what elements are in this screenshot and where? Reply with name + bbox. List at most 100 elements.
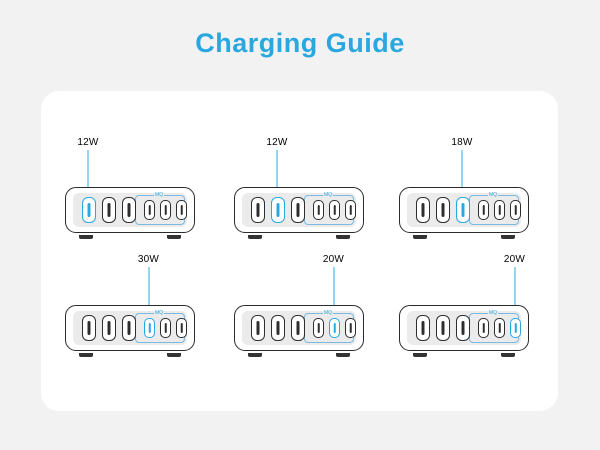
usb-c-port-2 — [102, 315, 116, 341]
port-slot-icon — [317, 205, 320, 215]
charger-feet — [79, 234, 181, 239]
port-panel: MQ — [73, 311, 187, 345]
port-panel: MQ — [73, 193, 187, 227]
charger-foot — [79, 235, 93, 239]
usb-c-port-3 — [122, 197, 136, 223]
usb-c-port-4 — [478, 318, 489, 338]
usb-c-port-6 — [510, 200, 521, 220]
wattage-label: 20W — [503, 254, 526, 265]
wattage-leader-line — [87, 150, 89, 196]
wattage-leader-line — [514, 267, 515, 317]
charger-feet — [413, 234, 515, 239]
wattage-label: 12W — [266, 137, 288, 148]
port-slot-icon — [180, 205, 183, 215]
usb-c-port-1 — [251, 315, 265, 341]
port-panel: MQ — [242, 311, 356, 345]
charger-foot — [336, 353, 350, 357]
port-slot-icon — [127, 321, 131, 335]
charger-feet — [248, 234, 350, 239]
port-slot-icon — [333, 205, 336, 215]
usb-c-port-2-active — [271, 197, 285, 223]
usb-c-port-1 — [416, 197, 430, 223]
usb-c-port-5 — [494, 318, 505, 338]
port-slot-icon — [148, 323, 151, 333]
usb-c-port-5 — [160, 200, 171, 220]
fast-charge-label: MQ — [154, 310, 165, 316]
charger-foot — [413, 353, 427, 357]
wattage-label: 30W — [137, 254, 160, 265]
fast-charge-label: MQ — [488, 310, 499, 316]
charger-foot — [501, 353, 515, 357]
charger-body: MQ — [65, 187, 195, 233]
charger-diagram-4: 30W MQ — [65, 254, 195, 363]
charger-diagram-5: 20W MQ — [234, 254, 364, 363]
charger-diagram-6: 20W MQ — [399, 254, 529, 363]
port-slot-icon — [276, 321, 280, 335]
port-slot-icon — [296, 203, 300, 217]
port-slot-icon — [514, 323, 517, 333]
charger-body: MQ — [399, 305, 529, 351]
port-slot-icon — [127, 203, 131, 217]
charger-body: MQ — [65, 305, 195, 351]
usb-c-port-2 — [102, 197, 116, 223]
port-slot-icon — [180, 323, 183, 333]
usb-c-port-1 — [416, 315, 430, 341]
charger-body: MQ — [234, 187, 364, 233]
port-slot-icon — [498, 323, 501, 333]
port-slot-icon — [333, 323, 336, 333]
charger-body: MQ — [234, 305, 364, 351]
usb-c-port-4 — [313, 318, 324, 338]
page-title: Charging Guide — [195, 28, 405, 58]
wattage-leader-line — [276, 150, 278, 196]
usb-c-port-2 — [436, 315, 450, 341]
usb-c-port-3-active — [456, 197, 470, 223]
charger-feet — [79, 352, 181, 357]
usb-c-port-1-active — [82, 197, 96, 223]
charger-foot — [79, 353, 93, 357]
usb-c-port-1 — [251, 197, 265, 223]
charger-foot — [336, 235, 350, 239]
usb-c-port-3 — [291, 315, 305, 341]
charger-diagram-3: 18W MQ — [399, 137, 529, 245]
usb-c-port-1 — [82, 315, 96, 341]
fast-charge-label: MQ — [323, 192, 334, 198]
port-slot-icon — [514, 205, 517, 215]
usb-c-port-3 — [291, 197, 305, 223]
port-slot-icon — [87, 321, 91, 335]
charger-foot — [248, 235, 262, 239]
fast-charge-label: MQ — [488, 192, 499, 198]
port-panel: MQ — [242, 193, 356, 227]
wattage-label: 20W — [322, 254, 345, 265]
usb-c-port-5 — [494, 200, 505, 220]
usb-c-port-6 — [176, 200, 187, 220]
usb-c-port-4 — [144, 200, 155, 220]
charger-foot — [248, 353, 262, 357]
charger-feet — [413, 352, 515, 357]
port-slot-icon — [461, 203, 465, 217]
port-panel: MQ — [407, 193, 521, 227]
usb-c-port-2 — [436, 197, 450, 223]
wattage-leader-line — [148, 267, 149, 317]
charger-feet — [248, 352, 350, 357]
usb-c-port-5 — [160, 318, 171, 338]
wattage-label: 12W — [77, 137, 99, 148]
charger-foot — [167, 235, 181, 239]
port-slot-icon — [482, 323, 485, 333]
port-slot-icon — [441, 321, 445, 335]
port-slot-icon — [349, 323, 352, 333]
port-slot-icon — [148, 205, 151, 215]
port-slot-icon — [498, 205, 501, 215]
fast-charge-label: MQ — [323, 310, 334, 316]
usb-c-port-3 — [456, 315, 470, 341]
usb-c-port-6 — [345, 318, 356, 338]
port-slot-icon — [296, 321, 300, 335]
wattage-label: 18W — [451, 137, 473, 148]
usb-c-port-5-active — [329, 318, 340, 338]
usb-c-port-4 — [478, 200, 489, 220]
charger-diagram-2: 12W MQ — [234, 137, 364, 245]
charger-foot — [501, 235, 515, 239]
usb-c-port-3 — [122, 315, 136, 341]
charger-diagram-1: 12W MQ — [65, 137, 195, 245]
charger-foot — [413, 235, 427, 239]
usb-c-port-2 — [271, 315, 285, 341]
